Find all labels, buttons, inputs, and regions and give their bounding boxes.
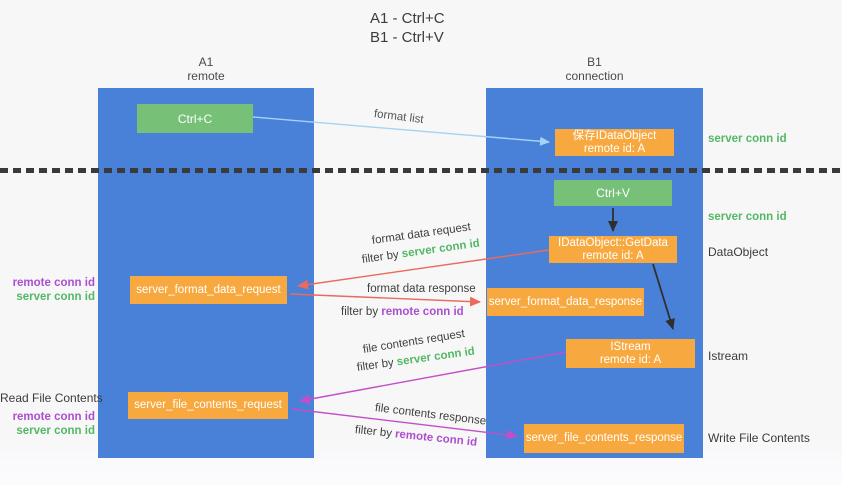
right-label-istream: Istream	[708, 349, 749, 363]
node-server-file-contents-request: server_file_contents_request	[128, 392, 288, 419]
right-label-dataobject: DataObject	[708, 245, 769, 259]
node-save-idataobject: 保存IDataObject remote id: A	[555, 129, 674, 156]
right-label-write-file-contents: Write File Contents	[708, 431, 810, 445]
node-server-format-data-request: server_format_data_request	[130, 276, 287, 304]
edge-label-format-list: format list	[373, 108, 425, 127]
filter-by-text: filter by	[354, 424, 396, 441]
remote-conn-id-text: remote conn id	[394, 428, 478, 449]
title-line-b: B1 - Ctrl+V	[370, 29, 444, 46]
node-server-format-data-response: server_format_data_response	[487, 288, 644, 316]
column-a-subtitle: remote	[187, 69, 225, 83]
right-label-server-conn-id-2: server conn id	[708, 211, 787, 223]
left-label-server-conn-id-2: server conn id	[16, 425, 95, 437]
edge-label-file-contents-response: file contents response	[374, 402, 487, 428]
node-server-format-data-response-label: server_format_data_response	[488, 295, 643, 308]
left-label-read-file-contents: Read File Contents	[0, 391, 103, 405]
node-getdata-line1: IDataObject::GetData	[558, 236, 668, 249]
node-getdata-line2: remote id: A	[582, 249, 644, 262]
column-a-name: A1	[198, 55, 214, 69]
node-server-format-data-request-label: server_format_data_request	[136, 283, 281, 296]
remote-conn-id-text: remote conn id	[381, 306, 464, 318]
node-istream-line1: IStream	[610, 340, 651, 353]
node-save-idataobject-line1: 保存IDataObject	[572, 129, 657, 142]
left-label-remote-conn-id-2: remote conn id	[12, 411, 95, 423]
edge-label-filter-remote-2: filter by remote conn id	[354, 424, 477, 449]
column-b-name: B1	[587, 55, 602, 69]
node-server-file-contents-request-label: server_file_contents_request	[134, 399, 282, 411]
column-b-header: B1 connection	[486, 55, 703, 83]
node-idataobject-getdata: IDataObject::GetData remote id: A	[549, 236, 677, 263]
filter-by-text: filter by	[341, 306, 382, 318]
filter-by-text: filter by	[356, 356, 398, 374]
right-label-server-conn-id-1: server conn id	[708, 133, 787, 145]
node-ctrl-c: Ctrl+C	[137, 104, 253, 133]
node-istream: IStream remote id: A	[566, 339, 695, 368]
title-line-a: A1 - Ctrl+C	[370, 10, 445, 27]
filter-by-text: filter by	[361, 248, 403, 266]
column-a-header: A1 remote	[98, 55, 314, 83]
arrow-format-data-response	[289, 293, 481, 307]
edge-label-filter-remote-1: filter by remote conn id	[341, 306, 464, 318]
node-ctrl-v: Ctrl+V	[554, 180, 672, 206]
edge-label-format-data-response: format data response	[367, 283, 476, 295]
phase-separator-dotted-line	[0, 168, 842, 173]
left-label-server-conn-id-1: server conn id	[16, 291, 95, 303]
column-b-subtitle: connection	[565, 69, 624, 83]
left-label-remote-conn-id-1: remote conn id	[12, 277, 95, 289]
node-server-file-contents-response: server_file_contents_response	[524, 424, 684, 453]
diagram-title: A1 - Ctrl+C B1 - Ctrl+V	[370, 9, 445, 47]
node-save-idataobject-line2: remote id: A	[583, 142, 646, 155]
node-server-file-contents-response-label: server_file_contents_response	[525, 432, 683, 444]
node-istream-line2: remote id: A	[599, 353, 662, 366]
node-ctrl-c-label: Ctrl+C	[177, 111, 213, 126]
node-ctrl-v-label: Ctrl+V	[596, 186, 630, 200]
